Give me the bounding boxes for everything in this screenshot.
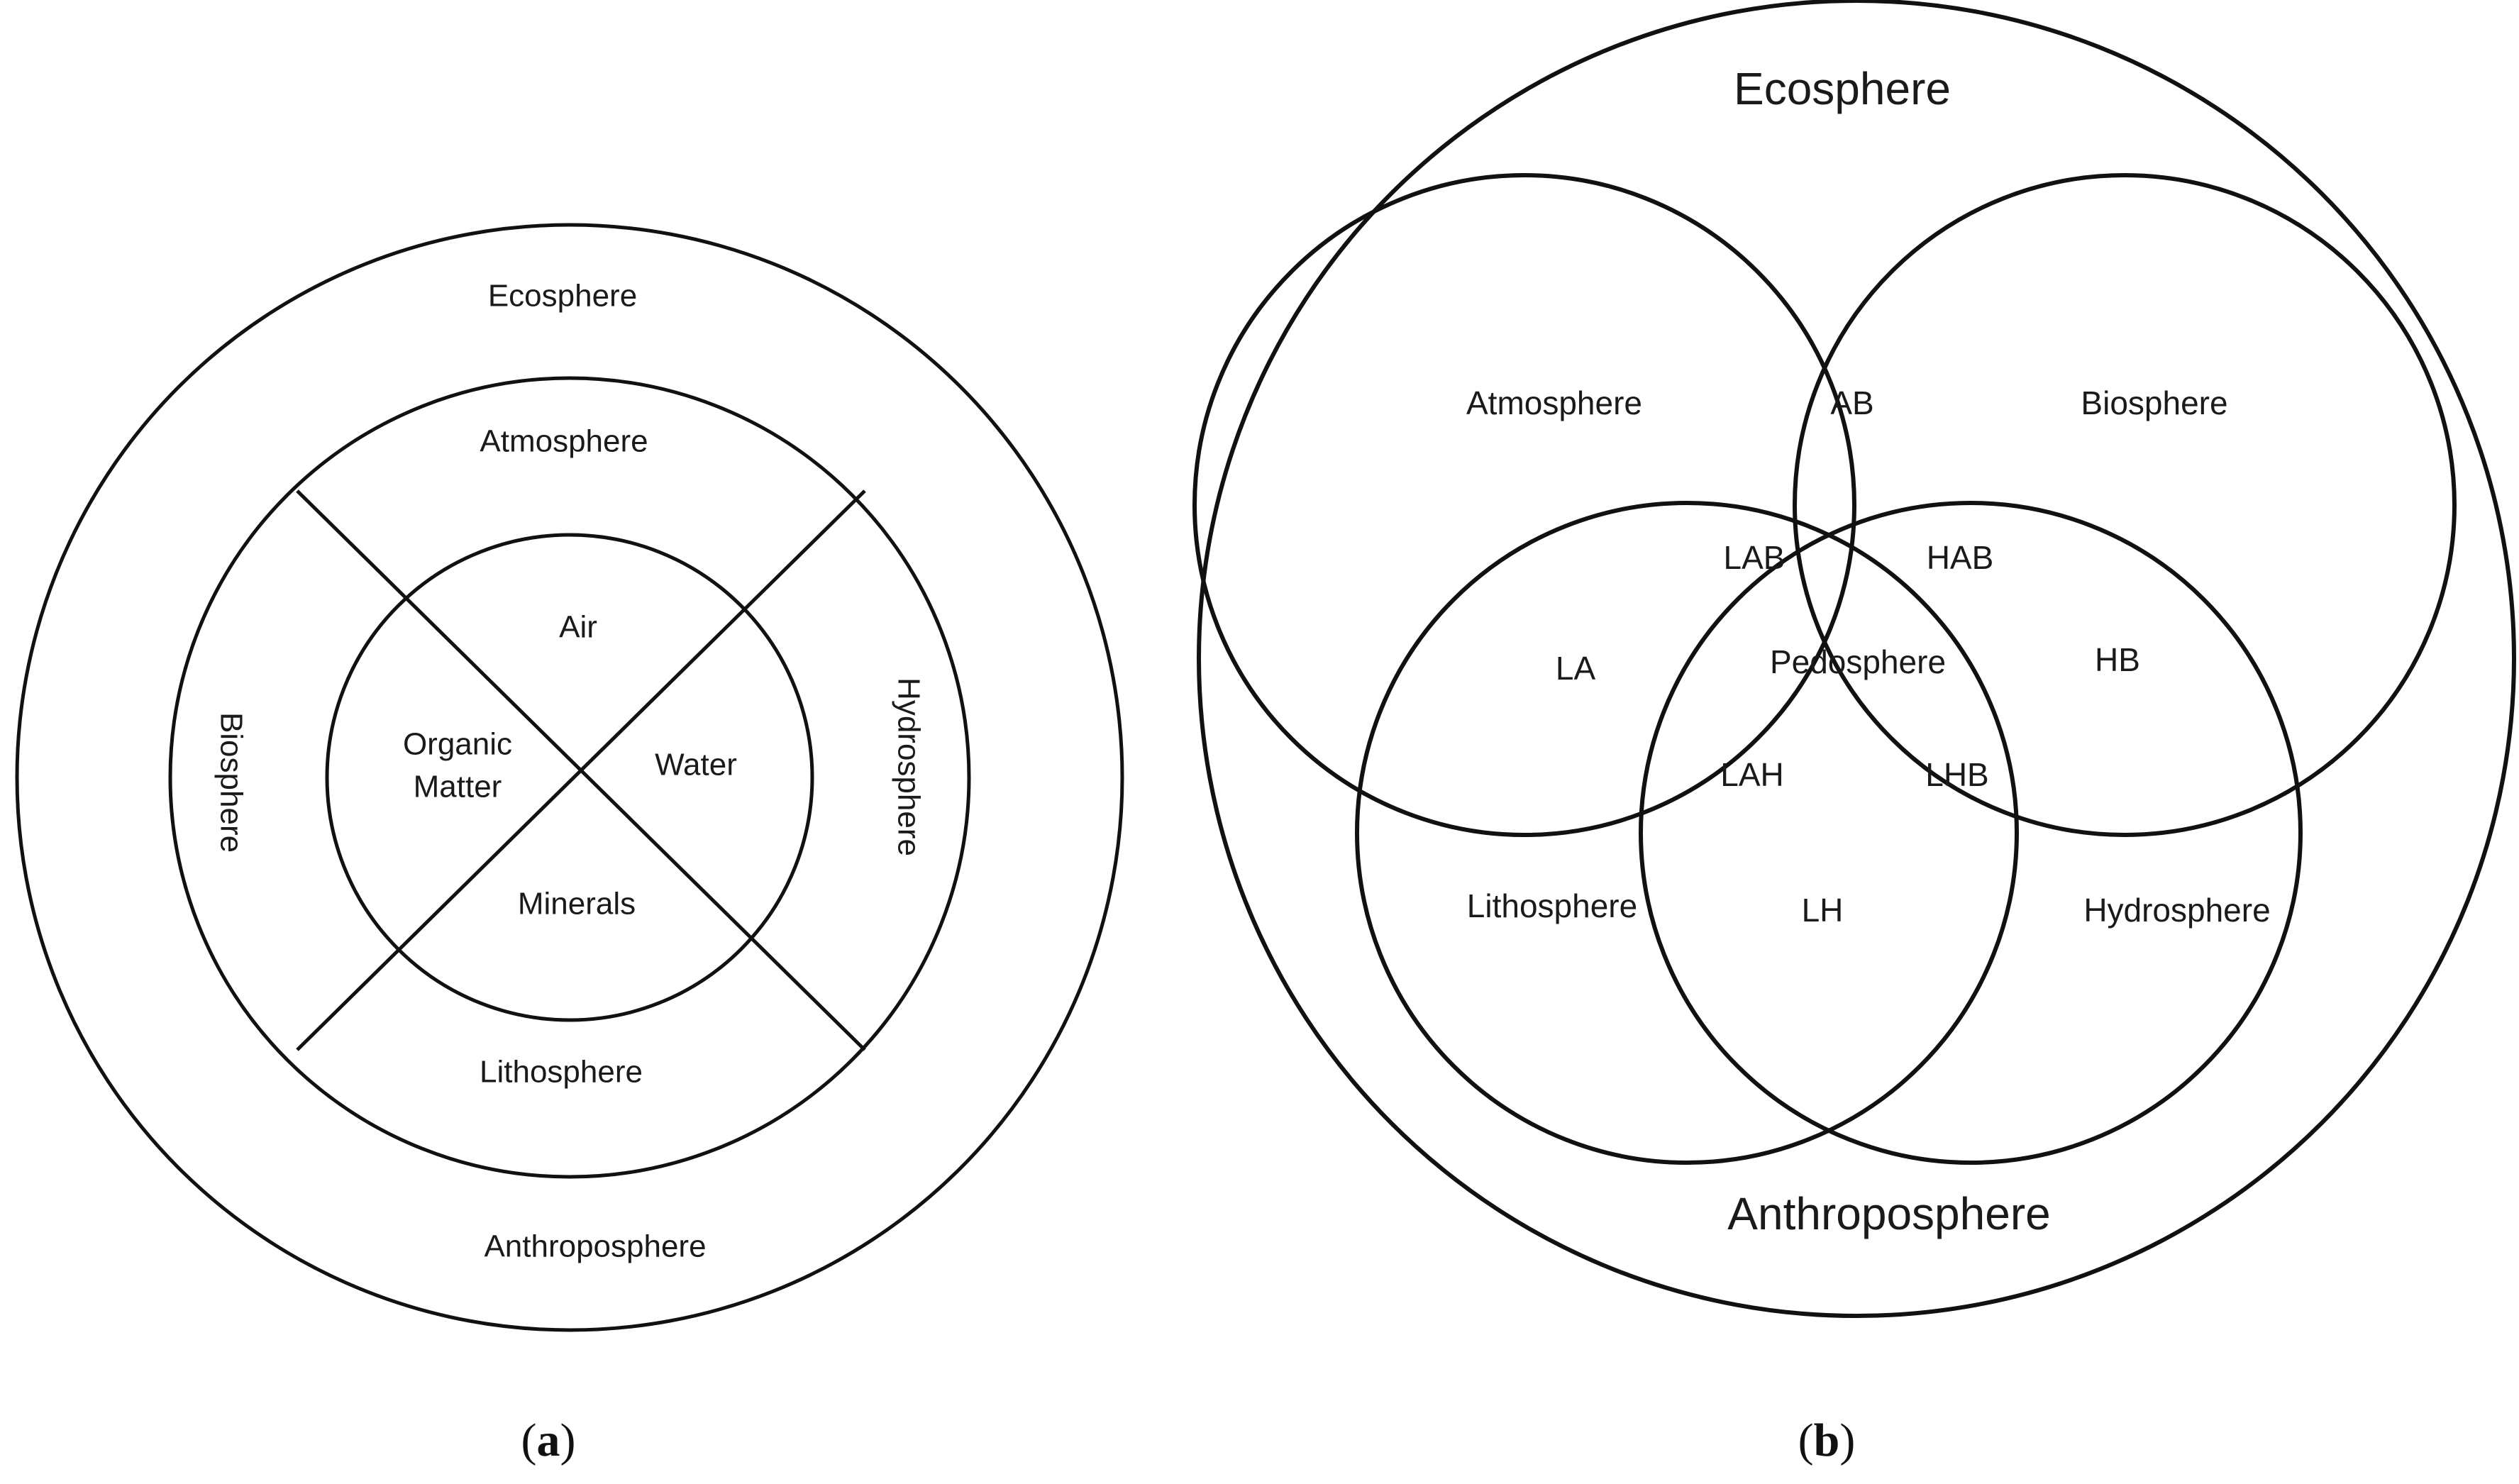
label-hydrosphere-b: Hydrosphere bbox=[2083, 892, 2270, 929]
label-pedosphere: Pedosphere bbox=[1770, 643, 1946, 680]
label-hb: HB bbox=[2095, 641, 2140, 678]
atmosphere-circle bbox=[1192, 173, 1856, 837]
label-organic-line1: Organic bbox=[403, 727, 512, 762]
biosphere-circle bbox=[1793, 173, 2457, 837]
label-lab: LAB bbox=[1724, 539, 1786, 576]
label-atmosphere-b: Atmosphere bbox=[1466, 384, 1642, 421]
label-ecosphere-b: Ecosphere bbox=[1734, 63, 1951, 114]
label-anthroposphere: Anthroposphere bbox=[484, 1229, 706, 1264]
label-lh: LH bbox=[1802, 892, 1844, 929]
label-lah: LAH bbox=[1720, 756, 1783, 793]
divider-line-2 bbox=[296, 489, 866, 1051]
label-biosphere: Biosphere bbox=[214, 712, 248, 853]
panel-b: Ecosphere Atmosphere AB Biosphere LAB HA… bbox=[1192, 0, 2516, 1466]
caption-a-open: ( bbox=[521, 1414, 537, 1466]
label-ecosphere: Ecosphere bbox=[488, 279, 637, 314]
label-air: Air bbox=[559, 610, 597, 645]
label-anthroposphere-b: Anthroposphere bbox=[1727, 1188, 2050, 1239]
caption-b-close: ) bbox=[1839, 1414, 1855, 1466]
hydrosphere-circle bbox=[1639, 501, 2303, 1165]
label-lhb: LHB bbox=[1925, 756, 1988, 793]
caption-b-letter: b bbox=[1814, 1414, 1840, 1466]
label-biosphere-b: Biosphere bbox=[2081, 384, 2227, 421]
label-hab: HAB bbox=[1927, 539, 1994, 576]
soil-components-circle bbox=[325, 533, 814, 1022]
panel-a: Ecosphere Atmosphere Air Organic Matter … bbox=[15, 223, 1124, 1466]
caption-b: (b) bbox=[1798, 1414, 1856, 1466]
label-ab: AB bbox=[1830, 384, 1873, 421]
label-lithosphere: Lithosphere bbox=[480, 1055, 643, 1090]
caption-b-open: ( bbox=[1798, 1414, 1814, 1466]
ecosphere-circle-b bbox=[1197, 0, 2516, 1318]
label-lithosphere-b: Lithosphere bbox=[1467, 887, 1637, 924]
ecosphere-circle bbox=[15, 223, 1124, 1332]
caption-a-close: ) bbox=[560, 1414, 576, 1466]
caption-a: (a) bbox=[521, 1414, 576, 1466]
spheres-ring-circle bbox=[168, 376, 971, 1179]
label-water: Water bbox=[655, 748, 737, 782]
lithosphere-circle bbox=[1355, 501, 2019, 1165]
label-minerals: Minerals bbox=[518, 887, 636, 921]
label-atmosphere: Atmosphere bbox=[480, 424, 648, 459]
label-la: LA bbox=[1556, 650, 1596, 687]
caption-a-letter: a bbox=[537, 1414, 560, 1466]
label-hydrosphere: Hydrosphere bbox=[891, 677, 926, 856]
label-organic-line2: Matter bbox=[414, 770, 502, 804]
